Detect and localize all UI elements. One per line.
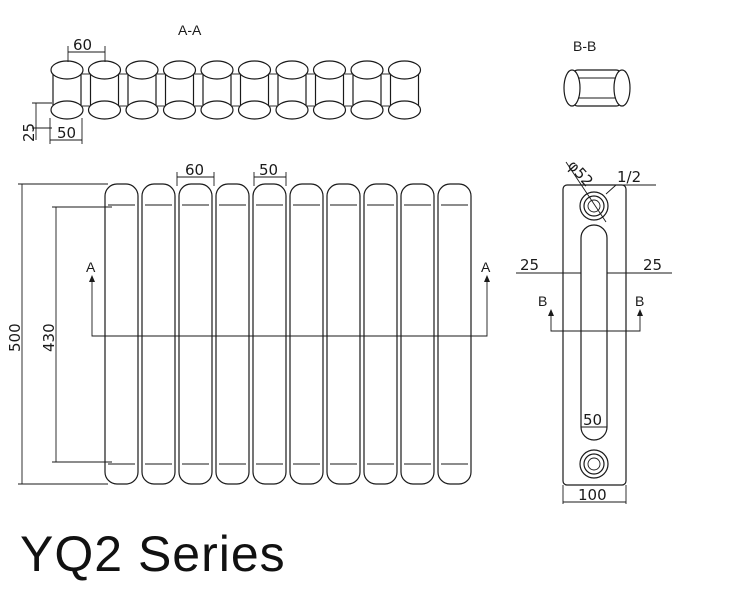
- front-column: [363, 183, 398, 485]
- top-view-section-aa: A-A 60 25 50: [20, 22, 422, 144]
- top-tube: [87, 60, 122, 120]
- front-column: [326, 183, 361, 485]
- front-pitch-dimension: 60: [176, 161, 215, 186]
- top-pitch-value: 60: [73, 36, 92, 54]
- front-column: [141, 183, 176, 485]
- top-tube: [237, 60, 272, 120]
- front-pitch-value: 60: [185, 161, 204, 179]
- front-inner-height-dimension: 430: [40, 206, 112, 463]
- side-view: φ52 1/2 25 25 B B 50: [516, 157, 672, 504]
- top-view-tubes: [50, 60, 422, 120]
- section-aa-label: A-A: [178, 22, 202, 38]
- section-a-left-label: A: [86, 259, 96, 275]
- side-width-value: 100: [578, 486, 607, 504]
- front-inner-height-value: 430: [40, 323, 58, 352]
- side-slot-value: 50: [583, 411, 602, 429]
- front-width-value: 50: [259, 161, 278, 179]
- top-width-value: 50: [57, 124, 76, 142]
- top-depth-dimension: 25: [20, 102, 52, 142]
- top-tube: [200, 60, 234, 120]
- section-bb-view: B-B: [563, 38, 631, 107]
- front-column: [252, 183, 287, 485]
- side-slot-dimension: 50: [581, 411, 607, 429]
- top-tube: [50, 60, 84, 120]
- top-tube: [387, 60, 422, 120]
- top-tube: [350, 60, 384, 120]
- front-height-dimension: 500: [6, 183, 108, 485]
- top-pitch-dimension: 60: [67, 36, 106, 62]
- section-b-right-label: B: [635, 293, 644, 309]
- front-view-columns: [104, 183, 472, 485]
- top-depth-value: 25: [20, 123, 38, 142]
- top-tube: [125, 60, 159, 120]
- section-a-cut-line: A A: [86, 259, 491, 337]
- side-thread-dimension: 1/2: [605, 168, 656, 195]
- front-column: [178, 183, 213, 485]
- side-width-dimension: 100: [562, 485, 627, 504]
- side-right-value: 25: [643, 256, 662, 274]
- side-left-value: 25: [520, 256, 539, 274]
- front-column: [104, 183, 139, 485]
- front-width-dimension: 50: [253, 161, 287, 186]
- front-view: 500 430 60 50 A A: [6, 161, 491, 485]
- top-tube: [162, 60, 197, 120]
- side-left-dimension: 25: [516, 256, 581, 274]
- top-tube: [312, 60, 347, 120]
- section-b-cut-line: B B: [538, 293, 644, 332]
- section-bb-label: B-B: [573, 38, 596, 54]
- section-a-right-label: A: [481, 259, 491, 275]
- section-b-left-label: B: [538, 293, 547, 309]
- side-right-dimension: 25: [607, 256, 672, 274]
- top-tube: [275, 60, 309, 120]
- front-column: [289, 183, 324, 485]
- front-column: [437, 183, 472, 485]
- side-thread-value: 1/2: [617, 168, 641, 186]
- front-column: [400, 183, 435, 485]
- front-height-value: 500: [6, 323, 24, 352]
- top-width-dimension: 50: [49, 118, 83, 144]
- series-title: YQ2 Series: [20, 526, 286, 582]
- front-column: [215, 183, 250, 485]
